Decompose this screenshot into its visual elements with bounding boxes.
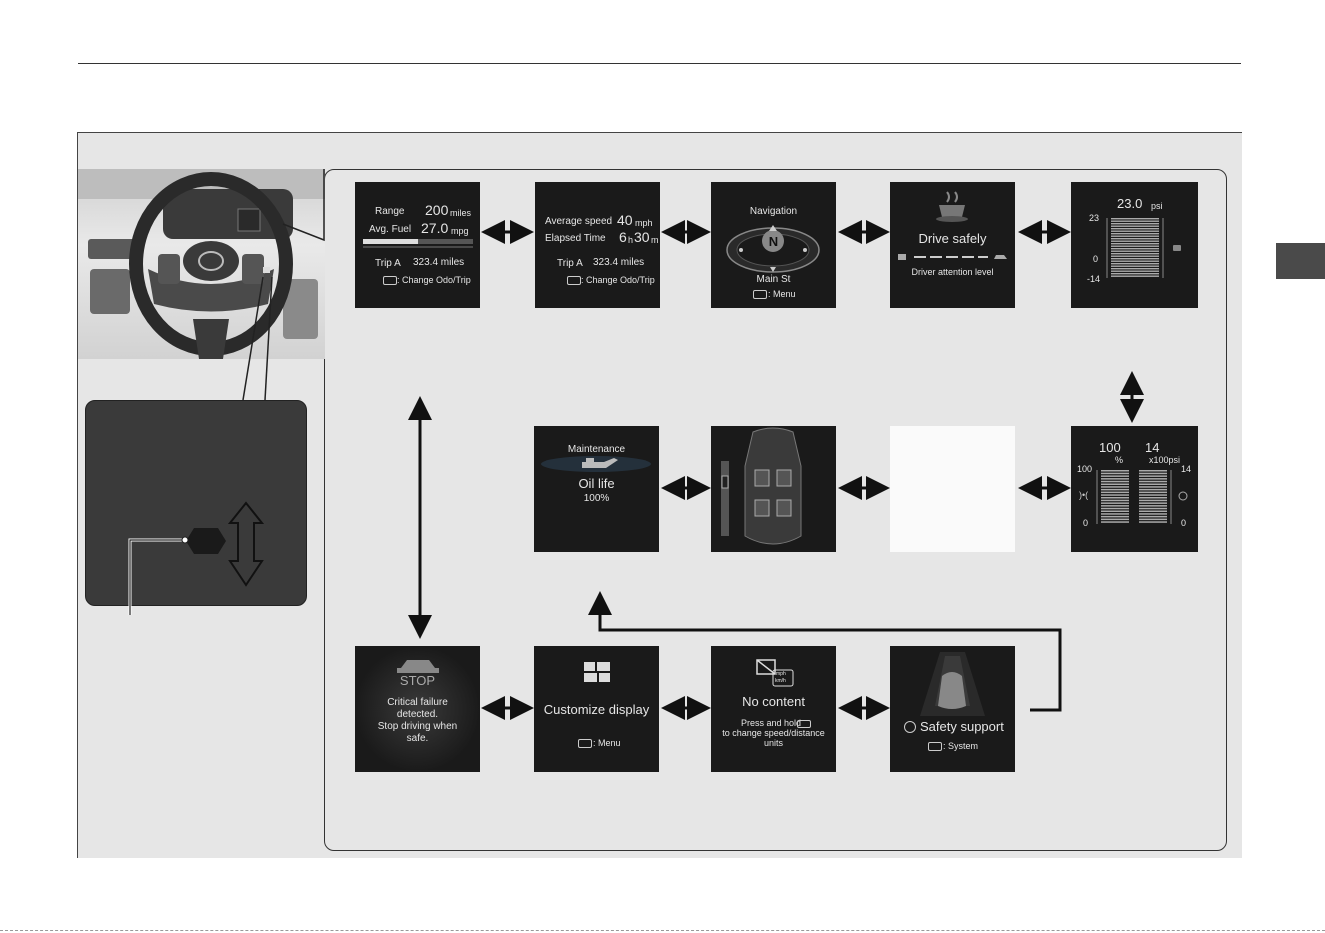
- arrow-safety-to-maintenance: [600, 600, 1060, 710]
